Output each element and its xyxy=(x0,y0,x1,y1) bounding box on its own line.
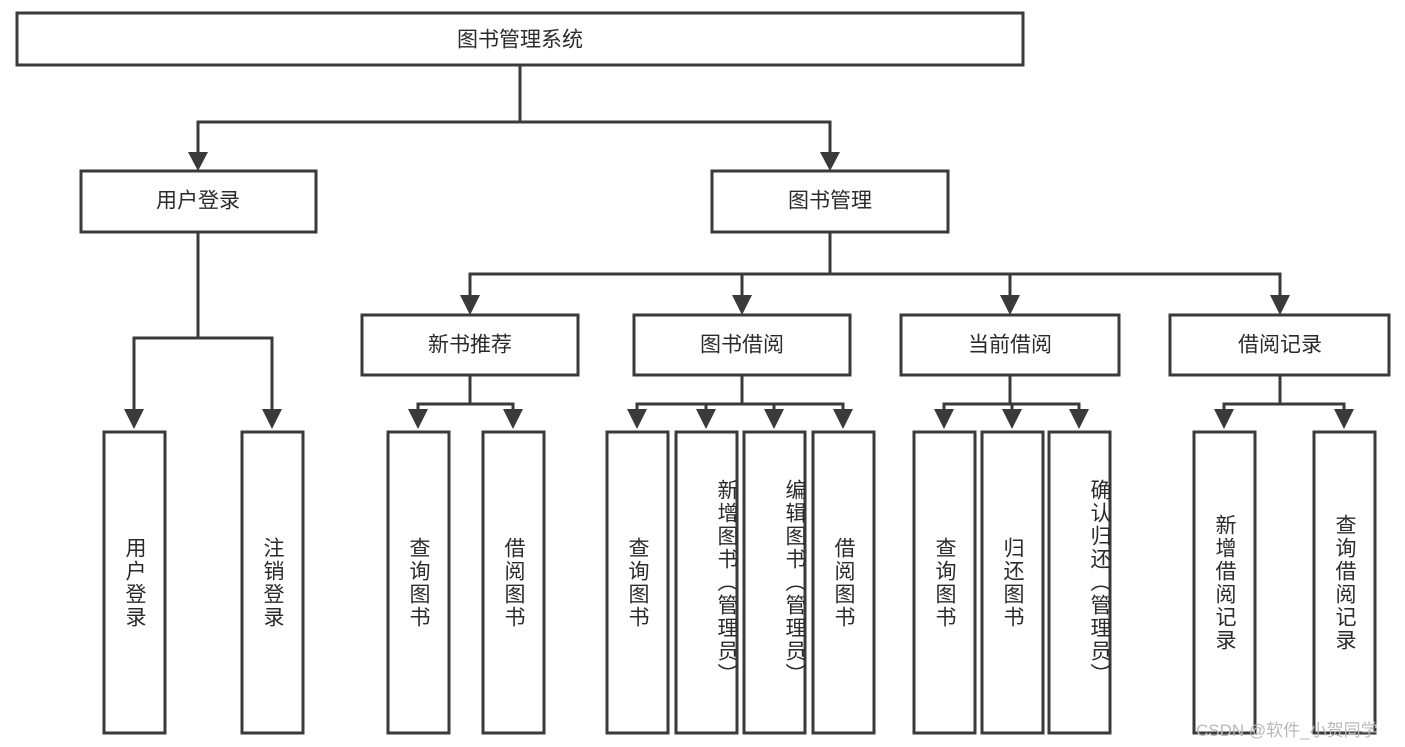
csdn-watermark: CSDN @软件_小贺同学 xyxy=(1196,721,1378,740)
arrow-to-current-borrow xyxy=(1000,295,1020,315)
node-leaf-edit-book[interactable] xyxy=(742,430,807,735)
arrow-to-leaf-query-book-1 xyxy=(408,409,428,429)
connector-group-new-book-rec xyxy=(408,373,523,429)
connector-group-user-login xyxy=(124,230,282,429)
node-user-login-label: 用户登录 xyxy=(156,190,240,213)
node-book-borrow-label: 图书借阅 xyxy=(700,334,784,357)
arrow-to-leaf-return-book xyxy=(1002,409,1022,429)
node-leaf-query-book-2[interactable] xyxy=(605,430,670,735)
node-leaf-return-book[interactable] xyxy=(980,430,1045,735)
arrow-to-user-login xyxy=(188,152,208,171)
node-leaf-borrow-book-1[interactable] xyxy=(481,430,546,735)
arrow-to-book-borrow xyxy=(732,295,752,315)
node-current-borrow[interactable] xyxy=(899,313,1121,377)
arrow-to-leaf-query-book-3 xyxy=(934,409,954,429)
node-book-borrow[interactable] xyxy=(632,313,852,377)
node-leaf-query-record[interactable] xyxy=(1312,430,1377,735)
arrow-to-leaf-borrow-book-1 xyxy=(503,409,523,429)
node-new-book-rec-label: 新书推荐 xyxy=(428,334,512,357)
node-leaf-add-book[interactable] xyxy=(674,430,739,735)
node-leaf-add-record[interactable] xyxy=(1192,430,1257,735)
connector-group-borrow-record xyxy=(1214,373,1354,429)
node-leaf-query-book-3[interactable] xyxy=(912,430,977,735)
node-leaf-confirm-return[interactable] xyxy=(1047,430,1112,735)
arrow-to-leaf-user-login xyxy=(124,409,144,429)
arrow-to-leaf-add-book xyxy=(696,409,716,429)
arrow-to-new-book-rec xyxy=(460,295,480,315)
node-borrow-record[interactable] xyxy=(1168,313,1391,377)
arrow-to-leaf-query-record xyxy=(1334,409,1354,429)
connector-group-book-borrow xyxy=(627,373,853,429)
node-leaf-query-book-1[interactable] xyxy=(386,430,451,735)
node-root[interactable] xyxy=(15,11,1025,67)
arrow-to-borrow-record xyxy=(1270,295,1290,315)
node-book-manage-label: 图书管理 xyxy=(788,190,872,213)
arrow-to-leaf-query-book-2 xyxy=(627,409,647,429)
arrow-to-leaf-logout xyxy=(262,409,282,429)
node-current-borrow-label: 当前借阅 xyxy=(968,334,1052,357)
connector-group-book-manage xyxy=(460,230,1290,315)
node-leaf-logout[interactable] xyxy=(240,430,305,735)
arrow-to-leaf-edit-book xyxy=(764,409,784,429)
arrow-to-leaf-add-record xyxy=(1214,409,1234,429)
connector-group-current-borrow xyxy=(934,373,1089,429)
arrow-to-leaf-confirm-return xyxy=(1069,409,1089,429)
node-book-manage[interactable] xyxy=(710,169,950,234)
arrow-to-book-manage xyxy=(820,152,840,171)
arrow-to-leaf-borrow-book-2 xyxy=(833,409,853,429)
node-leaf-borrow-book-2[interactable] xyxy=(811,430,876,735)
node-new-book-rec[interactable] xyxy=(360,313,580,377)
connector-group-root xyxy=(188,63,840,171)
node-borrow-record-label: 借阅记录 xyxy=(1238,334,1322,357)
node-leaf-user-login[interactable] xyxy=(102,430,167,735)
node-user-login[interactable] xyxy=(79,169,318,234)
node-root-label: 图书管理系统 xyxy=(457,29,583,52)
